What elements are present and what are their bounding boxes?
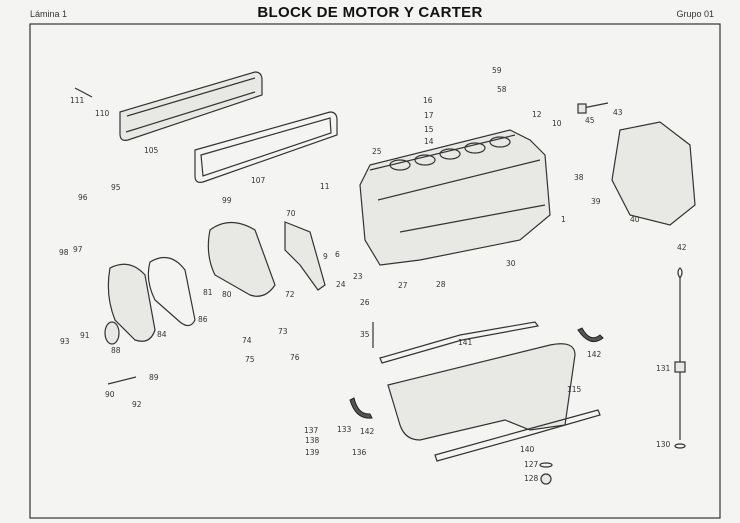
part-label: 90: [105, 390, 115, 399]
part-label: 15: [424, 125, 434, 134]
part-label: 99: [222, 196, 232, 205]
part-label: 43: [613, 108, 623, 117]
part-label: 98: [59, 248, 69, 257]
part-label: 93: [60, 337, 70, 346]
part-label: 40: [630, 215, 640, 224]
part-label: 6: [335, 250, 340, 259]
part-label: 28: [436, 280, 446, 289]
part-label: 23: [353, 272, 363, 281]
part-label: 73: [278, 327, 288, 336]
part-label: 72: [285, 290, 295, 299]
pan-gasket-140: [434, 409, 601, 462]
part-label: 128: [524, 474, 539, 483]
part-label: 91: [80, 331, 90, 340]
part-label: 17: [424, 111, 434, 120]
part-label: 16: [423, 96, 433, 105]
part-label: 142: [587, 350, 602, 359]
plate-70: [284, 221, 326, 291]
seal-142: [577, 327, 604, 343]
flywheel-housing: [611, 121, 696, 226]
part-label: 14: [424, 137, 434, 146]
part-label: 92: [132, 400, 142, 409]
part-label: 39: [591, 197, 601, 206]
part-drawings: [74, 71, 696, 485]
dipstick: [677, 267, 683, 440]
part-label: 58: [497, 85, 507, 94]
part-label: 88: [111, 346, 121, 355]
part-label: 27: [398, 281, 408, 290]
part-label: 76: [290, 353, 300, 362]
part-label: 74: [242, 336, 252, 345]
page-title: BLOCK DE MOTOR Y CARTER: [257, 4, 483, 21]
engine-block: [359, 129, 551, 266]
pan-gasket-141: [379, 321, 540, 364]
part-label: 95: [111, 183, 121, 192]
part-label: 30: [506, 259, 516, 268]
part-label: 142: [360, 427, 375, 436]
part-label: 35: [360, 330, 370, 339]
part-label: 80: [222, 290, 232, 299]
part-label: 133: [337, 425, 352, 434]
front-plate: [207, 221, 276, 297]
part-label: 140: [520, 445, 535, 454]
part-label: 11: [320, 182, 330, 191]
part-label: 105: [144, 146, 159, 155]
part-label: 45: [585, 116, 595, 125]
part-label: 25: [372, 147, 382, 156]
part-label: 24: [336, 280, 346, 289]
seal-142-lower: [349, 397, 373, 419]
part-label: 84: [157, 330, 167, 339]
timing-gasket: [147, 256, 196, 327]
part-label: 12: [532, 110, 542, 119]
part-label: 38: [574, 173, 584, 182]
part-label: 127: [524, 460, 539, 469]
part-label: 97: [73, 245, 83, 254]
part-label: 96: [78, 193, 88, 202]
part-label: 75: [245, 355, 255, 364]
part-label: 81: [203, 288, 213, 297]
part-number-labels: 111 110 105 107 11 96 95 99 98 97 70 9 6…: [59, 66, 687, 483]
part-label: 115: [567, 385, 582, 394]
part-label: 42: [677, 243, 687, 252]
part-label: 136: [352, 448, 367, 457]
part-label: 89: [149, 373, 159, 382]
part-label: 130: [656, 440, 671, 449]
part-label: 111: [70, 96, 85, 105]
part-label: 131: [656, 364, 671, 373]
part-label: 10: [552, 119, 562, 128]
oil-pan: [387, 343, 576, 441]
group-number: Grupo 01: [676, 9, 714, 19]
sheet-number: Lámina 1: [30, 9, 68, 19]
part-label: 107: [251, 176, 266, 185]
part-label: 138: [305, 436, 320, 445]
part-label: 9: [323, 252, 328, 261]
part-label: 26: [360, 298, 370, 307]
part-label: 137: [304, 426, 319, 435]
part-label: 141: [458, 338, 473, 347]
part-label: 59: [492, 66, 502, 75]
part-label: 70: [286, 209, 296, 218]
diagram-frame: [29, 23, 721, 519]
part-label: 110: [95, 109, 110, 118]
timing-cover: [107, 263, 156, 342]
part-label: 86: [198, 315, 208, 324]
valve-cover-gasket: [194, 111, 338, 183]
part-label: 139: [305, 448, 320, 457]
part-label: 1: [561, 215, 566, 224]
